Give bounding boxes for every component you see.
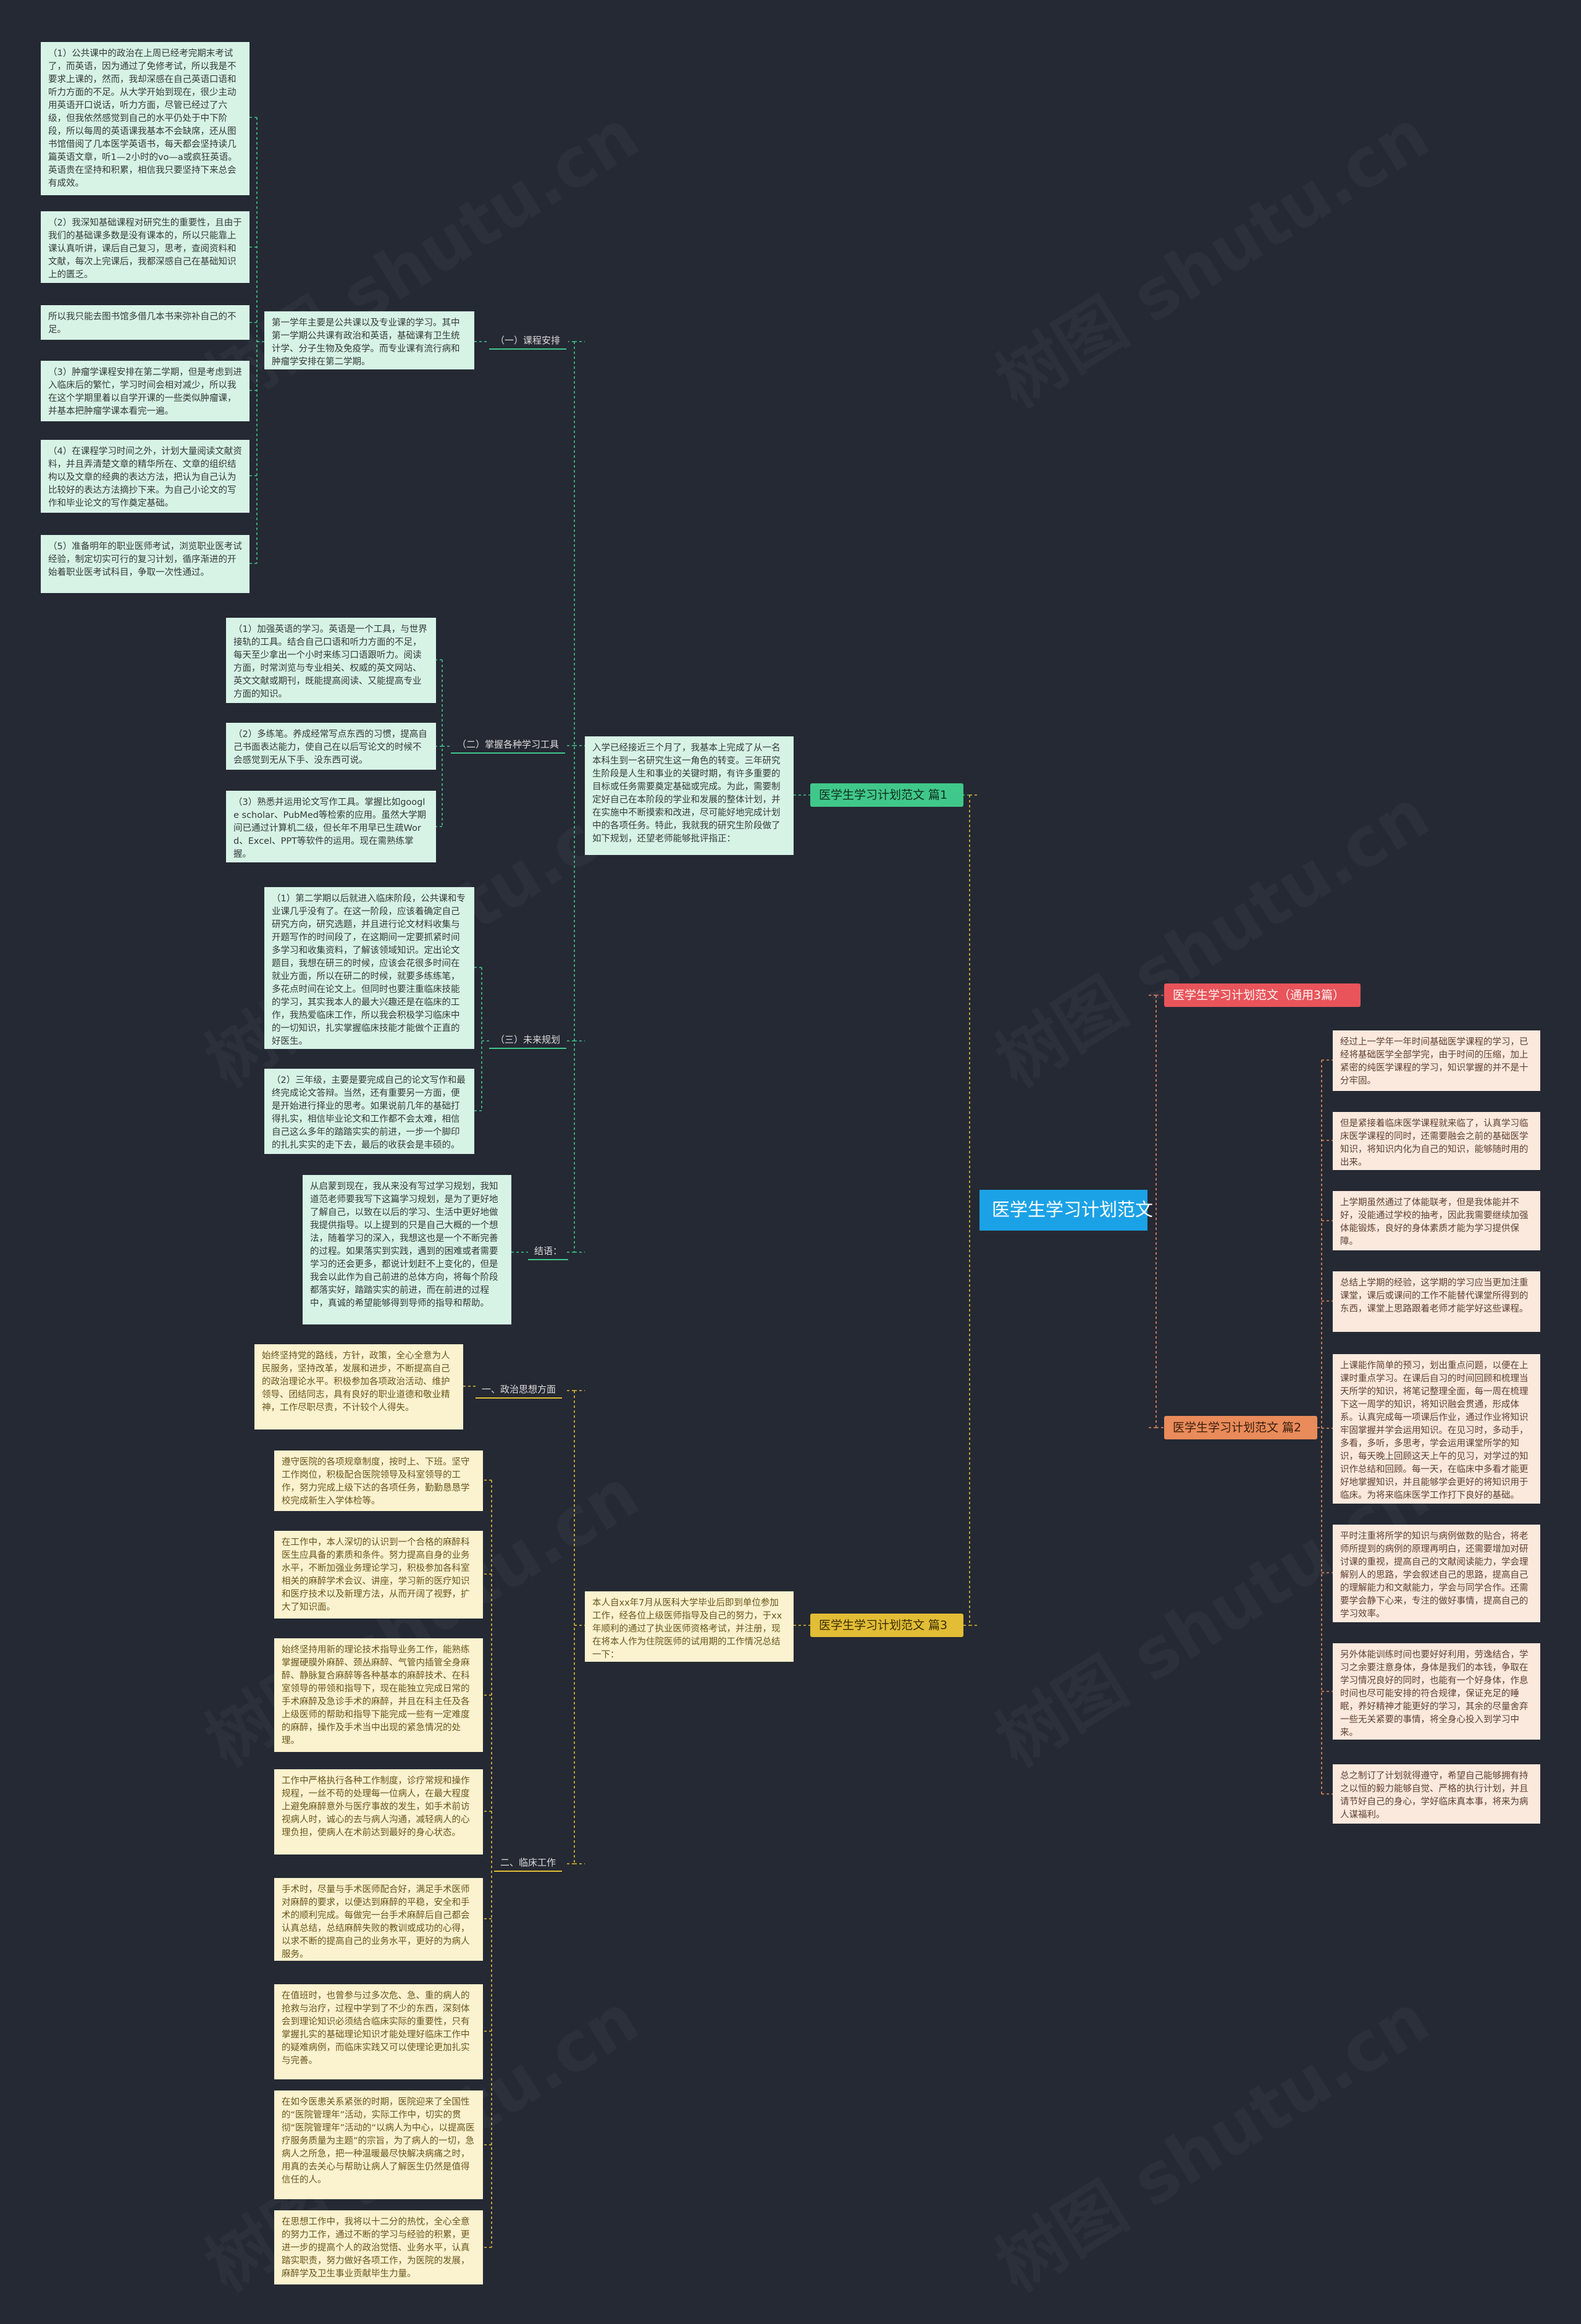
list-item: （1）加强英语的学习。英语是一个工具，与世界接轨的工具。结合自己口语和听力方面的… — [226, 618, 436, 703]
list-item: 所以我只能去图书馆多借几本书来弥补自己的不足。 — [41, 305, 250, 340]
p1-sub2-label[interactable]: （二）掌握各种学习工具 — [451, 736, 566, 754]
branch-intro-title[interactable]: 医学生学习计划范文（通用3篇） — [1164, 983, 1361, 1007]
list-item: 手术时，尽量与手术医师配合好，满足手术医师对麻醉的要求，以便达到麻醉的平稳，安全… — [274, 1878, 483, 1961]
list-item: 经过上一学年一年时间基础医学课程的学习，已经将基础医学全部学完，由于时间的压缩，… — [1333, 1030, 1540, 1091]
root-node[interactable]: 医学生学习计划范文 — [979, 1190, 1153, 1231]
p3-sub1-label[interactable]: 一、政治思想方面 — [476, 1381, 563, 1399]
watermark: 树图 shutu.cn — [975, 81, 1444, 426]
list-item: （3）熟悉并运用论文写作工具。掌握比如google scholar、PubMed… — [226, 791, 436, 862]
list-item: （2）三年级，主要是要完成自己的论文写作和最终完成论文答辩。当然，还有重要另一方… — [264, 1069, 474, 1154]
list-item: （5）准备明年的职业医师考试，浏览职业医考试经验，制定切实可行的复习计划，循序渐… — [41, 535, 250, 593]
p3-sub1-desc: 始终坚持党的路线，方针，政策，全心全意为人民服务，坚持改革，发展和进步，不断提高… — [254, 1344, 463, 1429]
list-item: （1）第二学期以后就进入临床阶段，公共课和专业课几乎没有了。在这一阶段，应该着确… — [264, 887, 474, 1049]
p3-summary: 本人自xx年7月从医科大学毕业后即到单位参加工作，经各位上级医师指导及自己的努力… — [585, 1591, 794, 1662]
list-item: 总结上学期的经验，这学期的学习应当更加注重课堂，课后或课间的工作不能替代课堂所得… — [1333, 1271, 1540, 1332]
branch-p2-title[interactable]: 医学生学习计划范文 篇2 — [1164, 1416, 1317, 1439]
p1-sub4-label[interactable]: 结语： — [528, 1243, 569, 1260]
branch-p3-title[interactable]: 医学生学习计划范文 篇3 — [810, 1614, 963, 1637]
p1-sub3-label[interactable]: （三）未来规划 — [489, 1032, 567, 1049]
list-item: 在思想工作中，我将以十二分的热忱，全心全意的努力工作，通过不断的学习与经验的积累… — [274, 2210, 483, 2284]
list-item: 上课能作简单的预习，划出重点问题，以便在上课时重点学习。在课后自习的时间回顾和梳… — [1333, 1354, 1540, 1504]
p1-sub1-label[interactable]: （一）课程安排 — [489, 332, 567, 350]
list-item: 在值班时，也曾参与过多次危、急、重的病人的抢救与治疗，过程中学到了不少的东西，深… — [274, 1984, 483, 2079]
list-item: （2）我深知基础课程对研究生的重要性，且由于我们的基础课多数是没有课本的，所以只… — [41, 211, 250, 283]
list-item: （3）肿瘤学课程安排在第二学期，但是考虑到进入临床后的繁忙，学习时间会相对减少，… — [41, 361, 250, 421]
list-item: 另外体能训练时间也要好好利用，劳逸结合，学习之余要注意身体，身体是我们的本钱，争… — [1333, 1643, 1540, 1740]
list-item: （2）多练笔。养成经常写点东西的习惯，提高自己书面表达能力，使自己在以后写论文的… — [226, 723, 436, 770]
watermark: 树图 shutu.cn — [975, 1965, 1444, 2310]
p1-summary: 入学已经接近三个月了，我基本上完成了从一名本科生到一名研究生这一角色的转变。三年… — [585, 736, 794, 855]
watermark: 树图 shutu.cn — [184, 81, 653, 426]
list-item: 工作中严格执行各种工作制度，诊疗常规和操作规程，一丝不苟的处理每一位病人，在最大… — [274, 1769, 483, 1855]
list-item: 始终坚持用新的理论技术指导业务工作，能熟练掌握硬膜外麻醉、颈丛麻醉、气管内插管全… — [274, 1638, 483, 1752]
p3-sub2-label[interactable]: 二、临床工作 — [494, 1855, 563, 1872]
list-item: 遵守医院的各项规章制度，按时上、下班。坚守工作岗位，积极配合医院领导及科室领导的… — [274, 1450, 483, 1511]
list-item: 上学期虽然通过了体能联考，但是我体能并不好，没能通过学校的抽考，因此我需要继续加… — [1333, 1191, 1540, 1250]
branch-p1-title[interactable]: 医学生学习计划范文 篇1 — [810, 783, 963, 807]
p1-sub1-desc: 第一学年主要是公共课以及专业课的学习。其中第一学期公共课有政治和英语，基础课有卫… — [264, 311, 474, 369]
list-item: 但是紧接着临床医学课程就来临了，认真学习临床医学课程的同时，还需要融会之前的基础… — [1333, 1112, 1540, 1170]
list-item: 平时注重将所学的知识与病例做数的贴合，将老师所提到的病例的原理再明白，还需要增加… — [1333, 1525, 1540, 1622]
list-item: 在如今医患关系紧张的时期，医院迎来了全国性的“医院管理年”活动，实际工作中，切实… — [274, 2090, 483, 2199]
list-item: （4）在课程学习时间之外，计划大量阅读文献资料，并且弄清楚文章的精华所在、文章的… — [41, 440, 250, 513]
list-item: （1）公共课中的政治在上周已经考完期末考试了，而英语，因为通过了免修考试，所以我… — [41, 42, 250, 195]
list-item: 总之制订了计划就得遵守，希望自己能够拥有持之以恒的毅力能够自觉、严格的执行计划，… — [1333, 1764, 1540, 1824]
p1-sub4-desc: 从启蒙到现在，我从来没有写过学习规划，我知道范老师要我写下这篇学习规划，是为了更… — [303, 1175, 511, 1324]
list-item: 在工作中，本人深切的认识到一个合格的麻醉科医生应具备的素质和条件。努力提高自身的… — [274, 1531, 483, 1619]
